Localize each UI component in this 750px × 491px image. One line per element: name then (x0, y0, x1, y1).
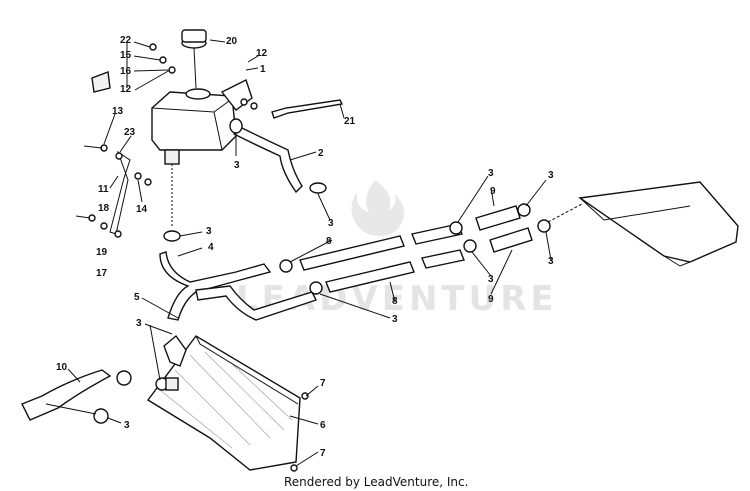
callout-3: 3 (206, 226, 212, 237)
callout-3: 3 (124, 420, 130, 431)
callout-1: 1 (260, 64, 266, 75)
leader-lines (67, 39, 552, 467)
callout-9: 9 (490, 186, 496, 197)
coolant-tank (151, 29, 237, 165)
callout-9: 9 (488, 294, 494, 305)
radiator (146, 335, 301, 471)
callouts: 22 15 16 12 20 12 1 21 13 23 2 3 11 14 1… (56, 35, 554, 459)
callout-3: 3 (136, 318, 142, 329)
callout-7: 7 (320, 448, 326, 459)
callout-19: 19 (96, 247, 108, 258)
callout-3: 3 (234, 160, 240, 171)
callout-3: 3 (488, 274, 494, 285)
callout-20: 20 (226, 36, 238, 47)
callout-8: 8 (326, 236, 332, 247)
callout-18: 18 (98, 203, 110, 214)
watermark-logo: LEADVENTURE (236, 180, 554, 319)
callout-17: 17 (96, 268, 108, 279)
tube-connectors (279, 203, 551, 295)
callout-23: 23 (124, 127, 136, 138)
label-plate (91, 71, 111, 93)
heat-exchanger (578, 181, 739, 267)
callout-3: 3 (328, 218, 334, 229)
callout-3: 3 (548, 170, 554, 181)
callout-11: 11 (98, 184, 109, 195)
callout-4: 4 (208, 242, 214, 253)
callout-22: 22 (120, 35, 132, 46)
tube-lower (325, 249, 465, 293)
callout-15: 15 (120, 50, 132, 61)
callout-7: 7 (320, 378, 326, 389)
radiator-inlet (155, 334, 187, 391)
radiator-bolts (290, 392, 309, 472)
callout-21: 21 (344, 116, 356, 127)
callout-3: 3 (392, 314, 398, 325)
coolant-pipe-upper (159, 251, 272, 321)
lower-hose (21, 369, 132, 424)
callout-5: 5 (134, 292, 140, 303)
callout-10: 10 (56, 362, 68, 373)
overflow-hose (271, 99, 344, 119)
callout-3: 3 (488, 168, 494, 179)
callout-16: 16 (120, 66, 132, 77)
callout-8: 8 (392, 296, 398, 307)
callout-6: 6 (320, 420, 326, 431)
callout-14: 14 (136, 204, 148, 215)
callout-12: 12 (120, 84, 132, 95)
footer-credit: Rendered by LeadVenture, Inc. (284, 475, 468, 489)
callout-12: 12 (256, 48, 268, 59)
callout-3: 3 (548, 256, 554, 267)
coolant-pipe-lower (195, 285, 317, 321)
callout-2: 2 (318, 148, 324, 159)
upper-hose (233, 125, 303, 194)
mount-bracket (75, 144, 152, 238)
callout-13: 13 (112, 106, 124, 117)
